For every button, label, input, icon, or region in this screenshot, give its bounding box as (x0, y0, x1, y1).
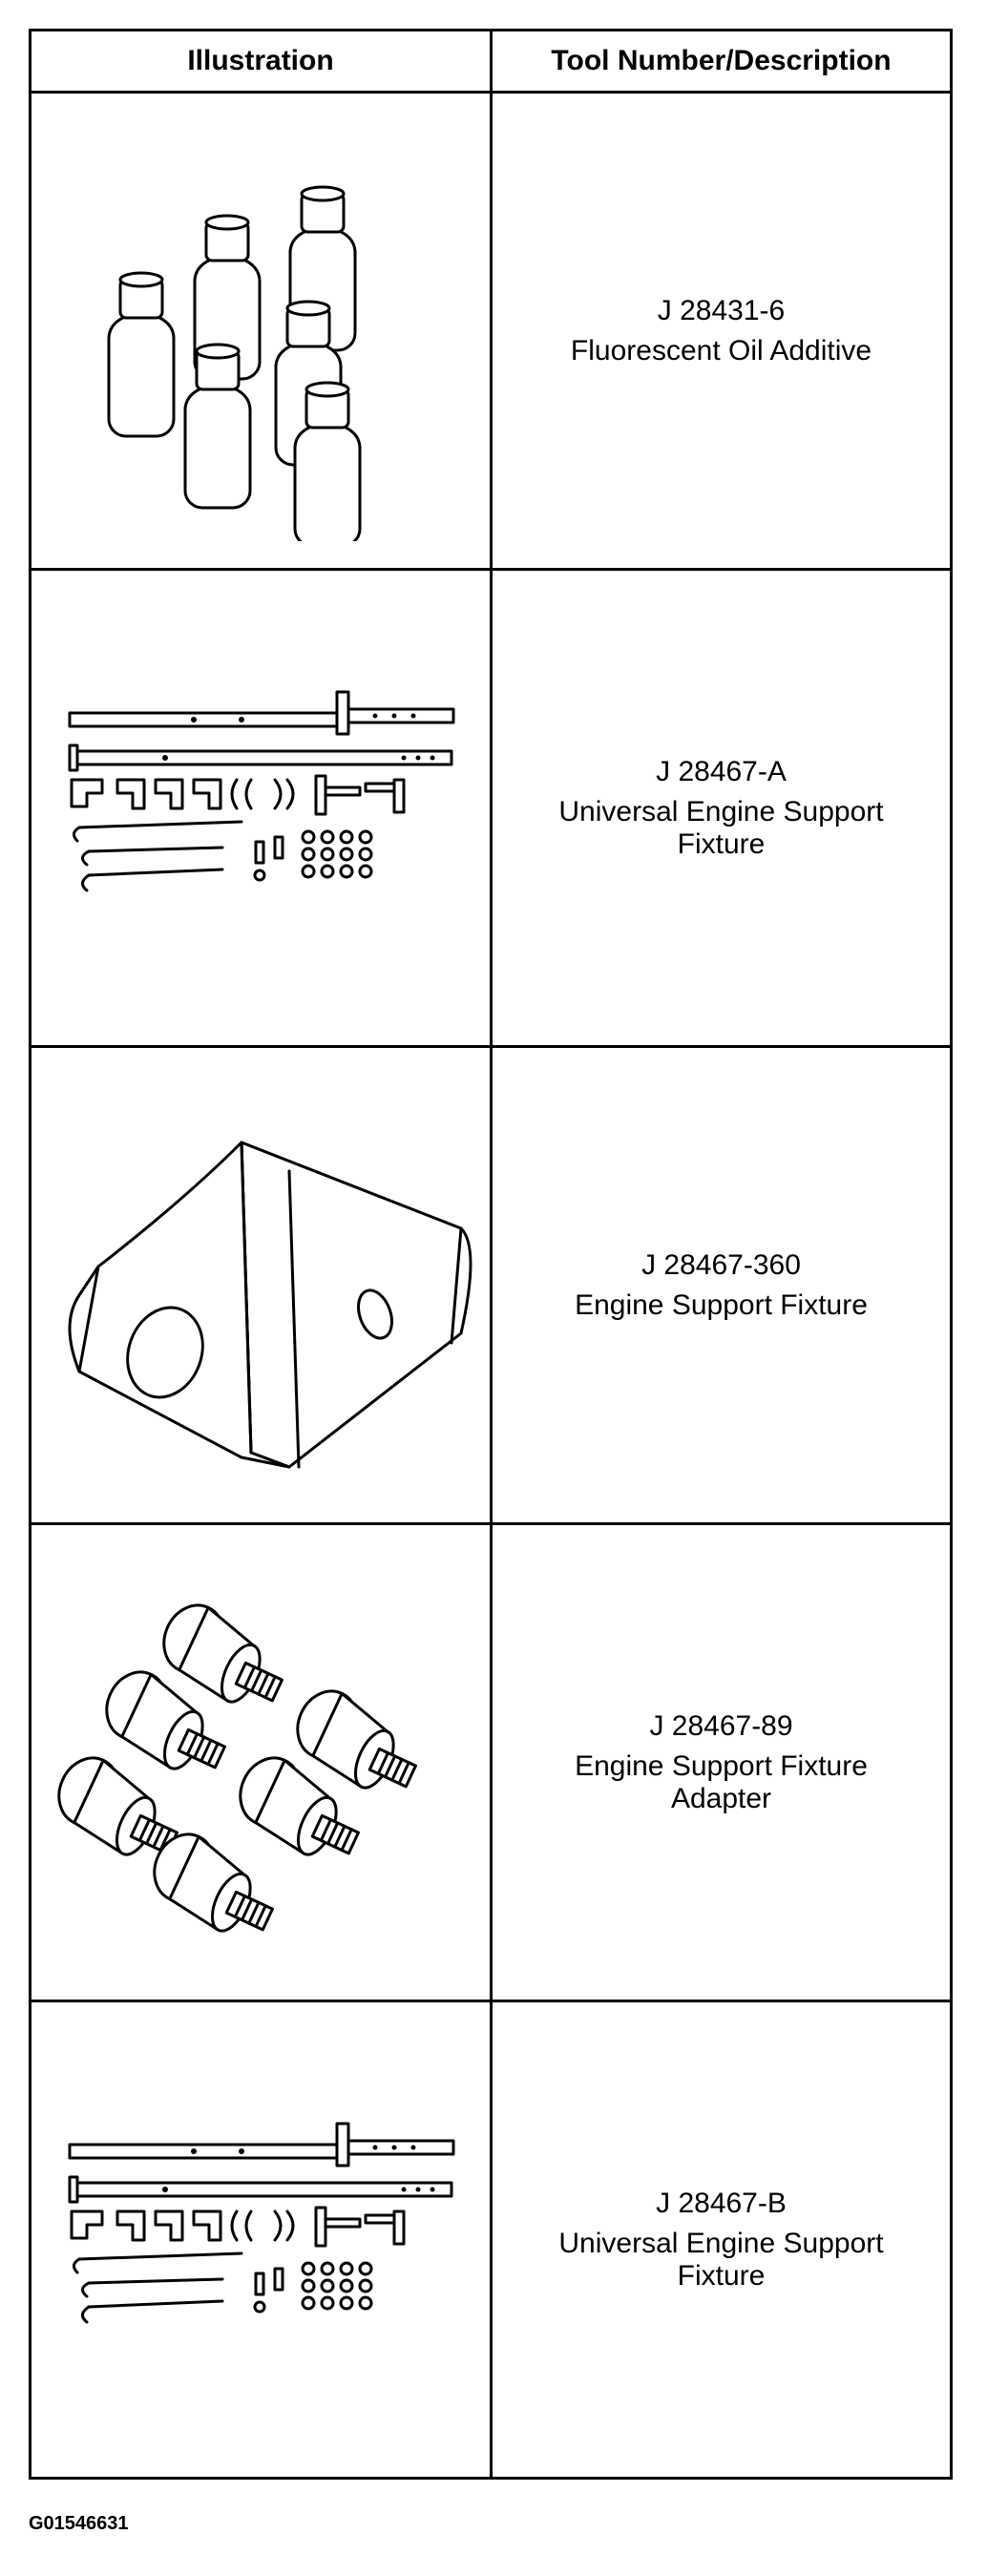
illustration-cell (29, 1522, 493, 2002)
threaded-adapters-icon (51, 1593, 432, 1948)
illustration-cell (29, 1045, 493, 1525)
table-row: J 28467-89 Engine Support Fixture Adapte… (29, 1522, 953, 2002)
tool-number: J 28431-6 (657, 294, 786, 326)
table-header-row: Illustration Tool Number/Description (29, 29, 953, 94)
description-cell: J 28431-6 Fluorescent Oil Additive (490, 91, 953, 571)
table-row: J 28467-A Universal Engine Support Fixtu… (29, 568, 953, 1048)
engine-support-fixture-kit-icon (68, 690, 455, 891)
tool-description: Engine Support Fixture (575, 1288, 868, 1321)
tool-number: J 28467-A (656, 755, 787, 787)
tool-number: J 28467-89 (649, 1709, 793, 1742)
illustration-cell (29, 568, 493, 1048)
description-cell: J 28467-B Universal Engine Support Fixtu… (490, 2000, 953, 2480)
fluorescent-oil-bottles-icon (107, 185, 362, 541)
illustration-cell (29, 2000, 493, 2480)
illustration-cell (29, 91, 493, 571)
header-tool-description: Tool Number/Description (490, 29, 953, 94)
description-cell: J 28467-89 Engine Support Fixture Adapte… (490, 1522, 953, 2002)
tool-description: Universal Engine Support Fixture (558, 2227, 884, 2292)
header-illustration: Illustration (29, 29, 493, 94)
description-cell: J 28467-A Universal Engine Support Fixtu… (490, 568, 953, 1048)
tool-number: J 28467-360 (641, 1248, 801, 1281)
table-row: J 28467-360 Engine Support Fixture (29, 1045, 953, 1525)
engine-support-fixture-kit-icon (68, 2122, 455, 2323)
support-bracket-icon (68, 1141, 472, 1468)
figure-id: G01546631 (29, 2513, 129, 2534)
table-row: J 28467-B Universal Engine Support Fixtu… (29, 2000, 953, 2480)
tool-number: J 28467-B (656, 2187, 787, 2219)
tool-description: Universal Engine Support Fixture (558, 795, 884, 860)
table-row: J 28431-6 Fluorescent Oil Additive (29, 91, 953, 571)
tool-description: Engine Support Fixture Adapter (575, 1749, 868, 1814)
special-tools-table: Illustration Tool Number/Description (29, 29, 953, 2480)
tool-description: Fluorescent Oil Additive (570, 334, 872, 367)
description-cell: J 28467-360 Engine Support Fixture (490, 1045, 953, 1525)
